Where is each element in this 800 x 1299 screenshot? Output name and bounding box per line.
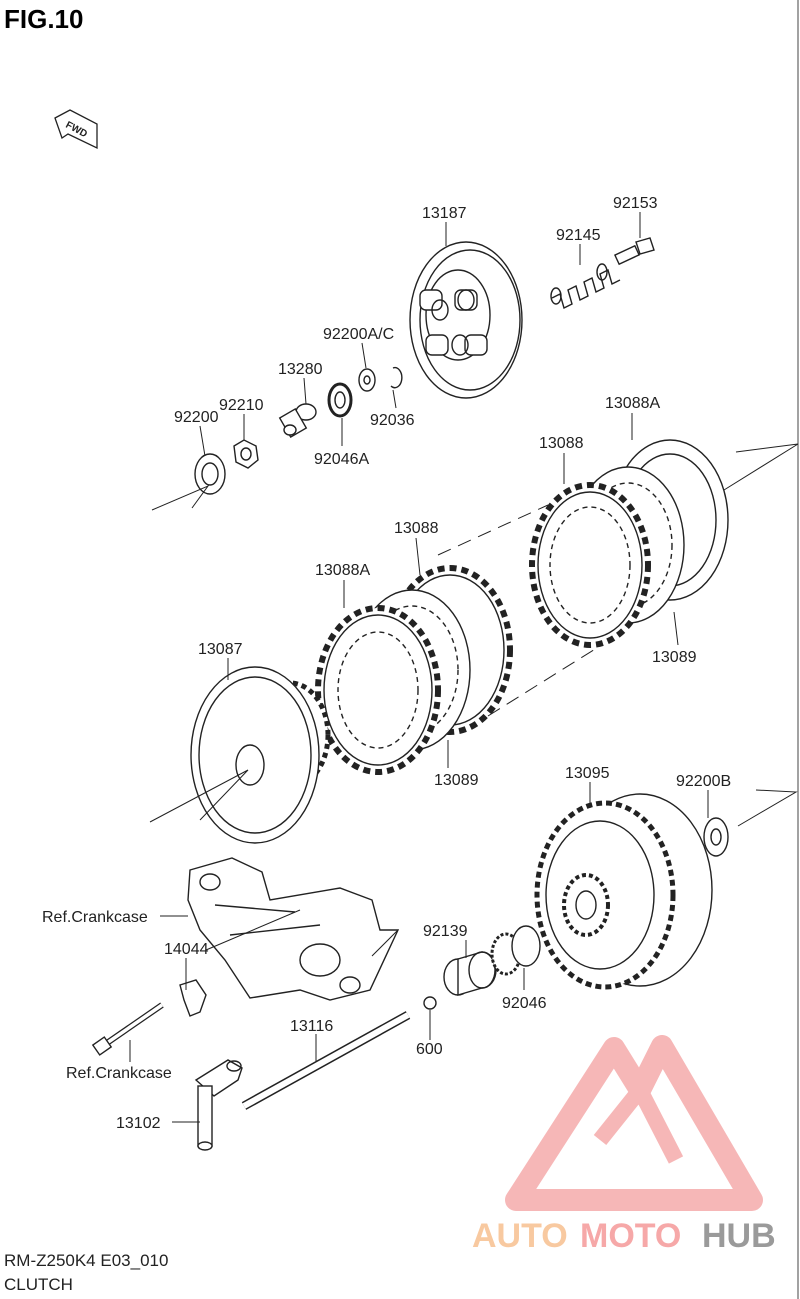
watermark-logo xyxy=(505,1035,763,1211)
washer-92200 xyxy=(194,453,226,495)
label-13088-mid: 13088 xyxy=(394,520,439,537)
push-rod-13116 xyxy=(241,1011,411,1110)
collar-92139 xyxy=(443,951,497,996)
label-92200ac: 92200A/C xyxy=(323,326,394,343)
label-92210: 92210 xyxy=(219,397,264,414)
friction-plate-13088a-left xyxy=(315,605,441,775)
clutch-housing-13095 xyxy=(534,793,713,990)
watermark-hub: HUB xyxy=(702,1217,776,1255)
clutch-hub-13087 xyxy=(190,666,331,844)
pressure-plate-13187 xyxy=(409,241,523,399)
label-13280: 13280 xyxy=(278,361,323,378)
label-92145: 92145 xyxy=(556,227,601,244)
bolt-14044 xyxy=(91,979,207,1056)
label-92200b: 92200B xyxy=(676,773,731,790)
label-92046a: 92046A xyxy=(314,451,369,468)
needle-bearing-92046 xyxy=(490,925,541,976)
label-13089-left: 13089 xyxy=(434,772,479,789)
ball-600 xyxy=(423,996,437,1010)
label-13116: 13116 xyxy=(290,1018,333,1035)
label-ref-crankcase-1: Ref.Crankcase xyxy=(42,909,148,926)
label-13088-right: 13088 xyxy=(539,435,584,452)
washer-92200b xyxy=(703,817,729,857)
watermark-text: AUTO MOTO HUB xyxy=(472,1217,776,1255)
pusher-13280 xyxy=(278,403,317,438)
leader-lines xyxy=(129,212,799,1123)
spring-92145 xyxy=(550,263,621,310)
model-code: RM-Z250K4 E03_010 xyxy=(4,1251,168,1270)
label-92200: 92200 xyxy=(174,409,219,426)
release-shaft-13102 xyxy=(194,1059,243,1151)
label-13088a-top: 13088A xyxy=(605,395,660,412)
washer-92200ac xyxy=(358,368,376,392)
crankcase-section xyxy=(187,857,400,1001)
watermark-auto: AUTO xyxy=(472,1217,568,1255)
label-14044: 14044 xyxy=(164,941,209,958)
label-92153: 92153 xyxy=(613,195,658,212)
bearing-92046a xyxy=(327,382,353,418)
label-13088a-left: 13088A xyxy=(315,562,370,579)
fwd-arrow-icon: FWD xyxy=(54,109,98,150)
circlip-92036 xyxy=(390,366,403,389)
bolt-92153 xyxy=(613,237,655,266)
label-92036: 92036 xyxy=(370,412,415,429)
section-name: CLUTCH xyxy=(4,1275,73,1294)
figure-title: FIG.10 xyxy=(4,4,83,34)
label-13187: 13187 xyxy=(422,205,467,222)
watermark-moto: MOTO xyxy=(580,1217,681,1255)
label-13087: 13087 xyxy=(198,641,243,658)
label-13095: 13095 xyxy=(565,765,610,782)
label-92139: 92139 xyxy=(423,923,468,940)
label-600: 600 xyxy=(416,1041,443,1058)
friction-plate-13088-right xyxy=(529,482,651,648)
label-13102: 13102 xyxy=(116,1115,161,1132)
label-13089-right: 13089 xyxy=(652,649,697,666)
label-92046: 92046 xyxy=(502,995,547,1012)
label-ref-crankcase-2: Ref.Crankcase xyxy=(66,1065,172,1082)
nut-92210 xyxy=(233,439,259,469)
